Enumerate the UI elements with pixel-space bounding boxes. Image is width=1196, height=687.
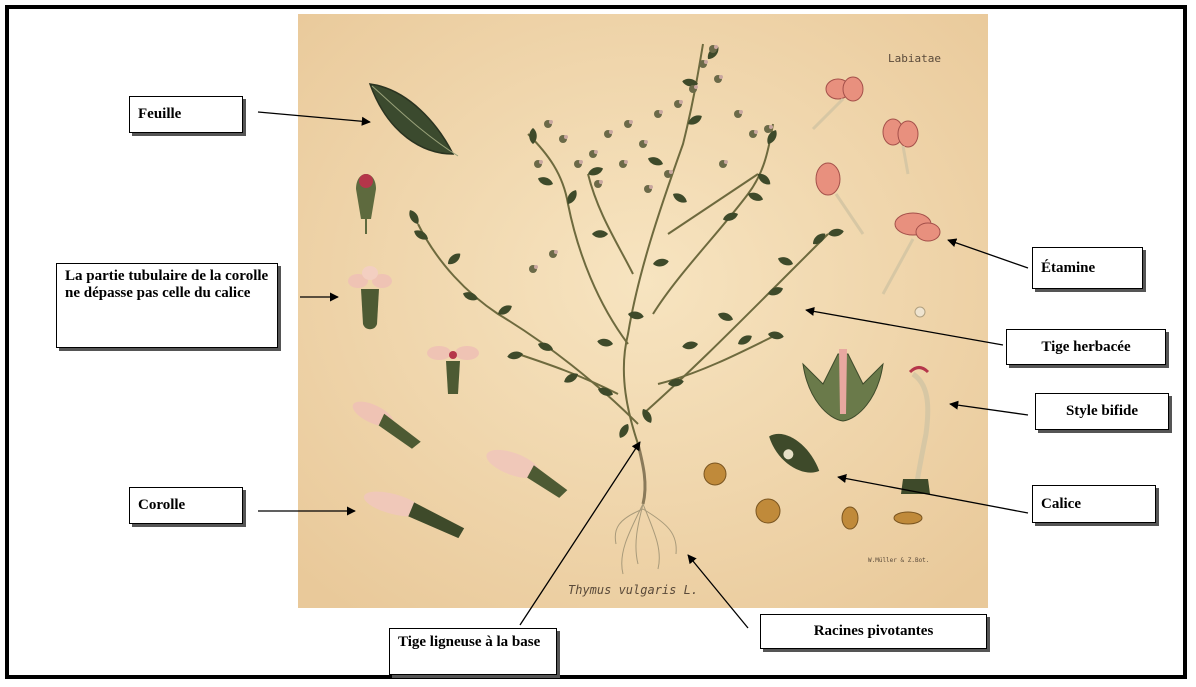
arrow-tige-ligneuse (520, 442, 640, 625)
arrow-tige-herbacee (806, 310, 1003, 345)
label-corolle: Corolle (129, 487, 243, 524)
arrow-racines (688, 555, 748, 628)
label-feuille: Feuille (129, 96, 243, 133)
label-etamine: Étamine (1032, 247, 1143, 289)
label-style-bifide: Style bifide (1035, 393, 1169, 430)
arrow-feuille (258, 112, 370, 122)
arrow-style-bifide (950, 404, 1028, 415)
label-calice: Calice (1032, 485, 1156, 523)
label-tige-herbacee: Tige herbacée (1006, 329, 1166, 365)
label-racines-pivotantes: Racines pivotantes (760, 614, 987, 649)
arrow-etamine (948, 240, 1028, 268)
arrow-calice (838, 477, 1028, 513)
label-tige-ligneuse: Tige ligneuse à la base (389, 628, 557, 675)
label-corolle-note: La partie tubulaire de la corolle ne dép… (56, 263, 278, 348)
